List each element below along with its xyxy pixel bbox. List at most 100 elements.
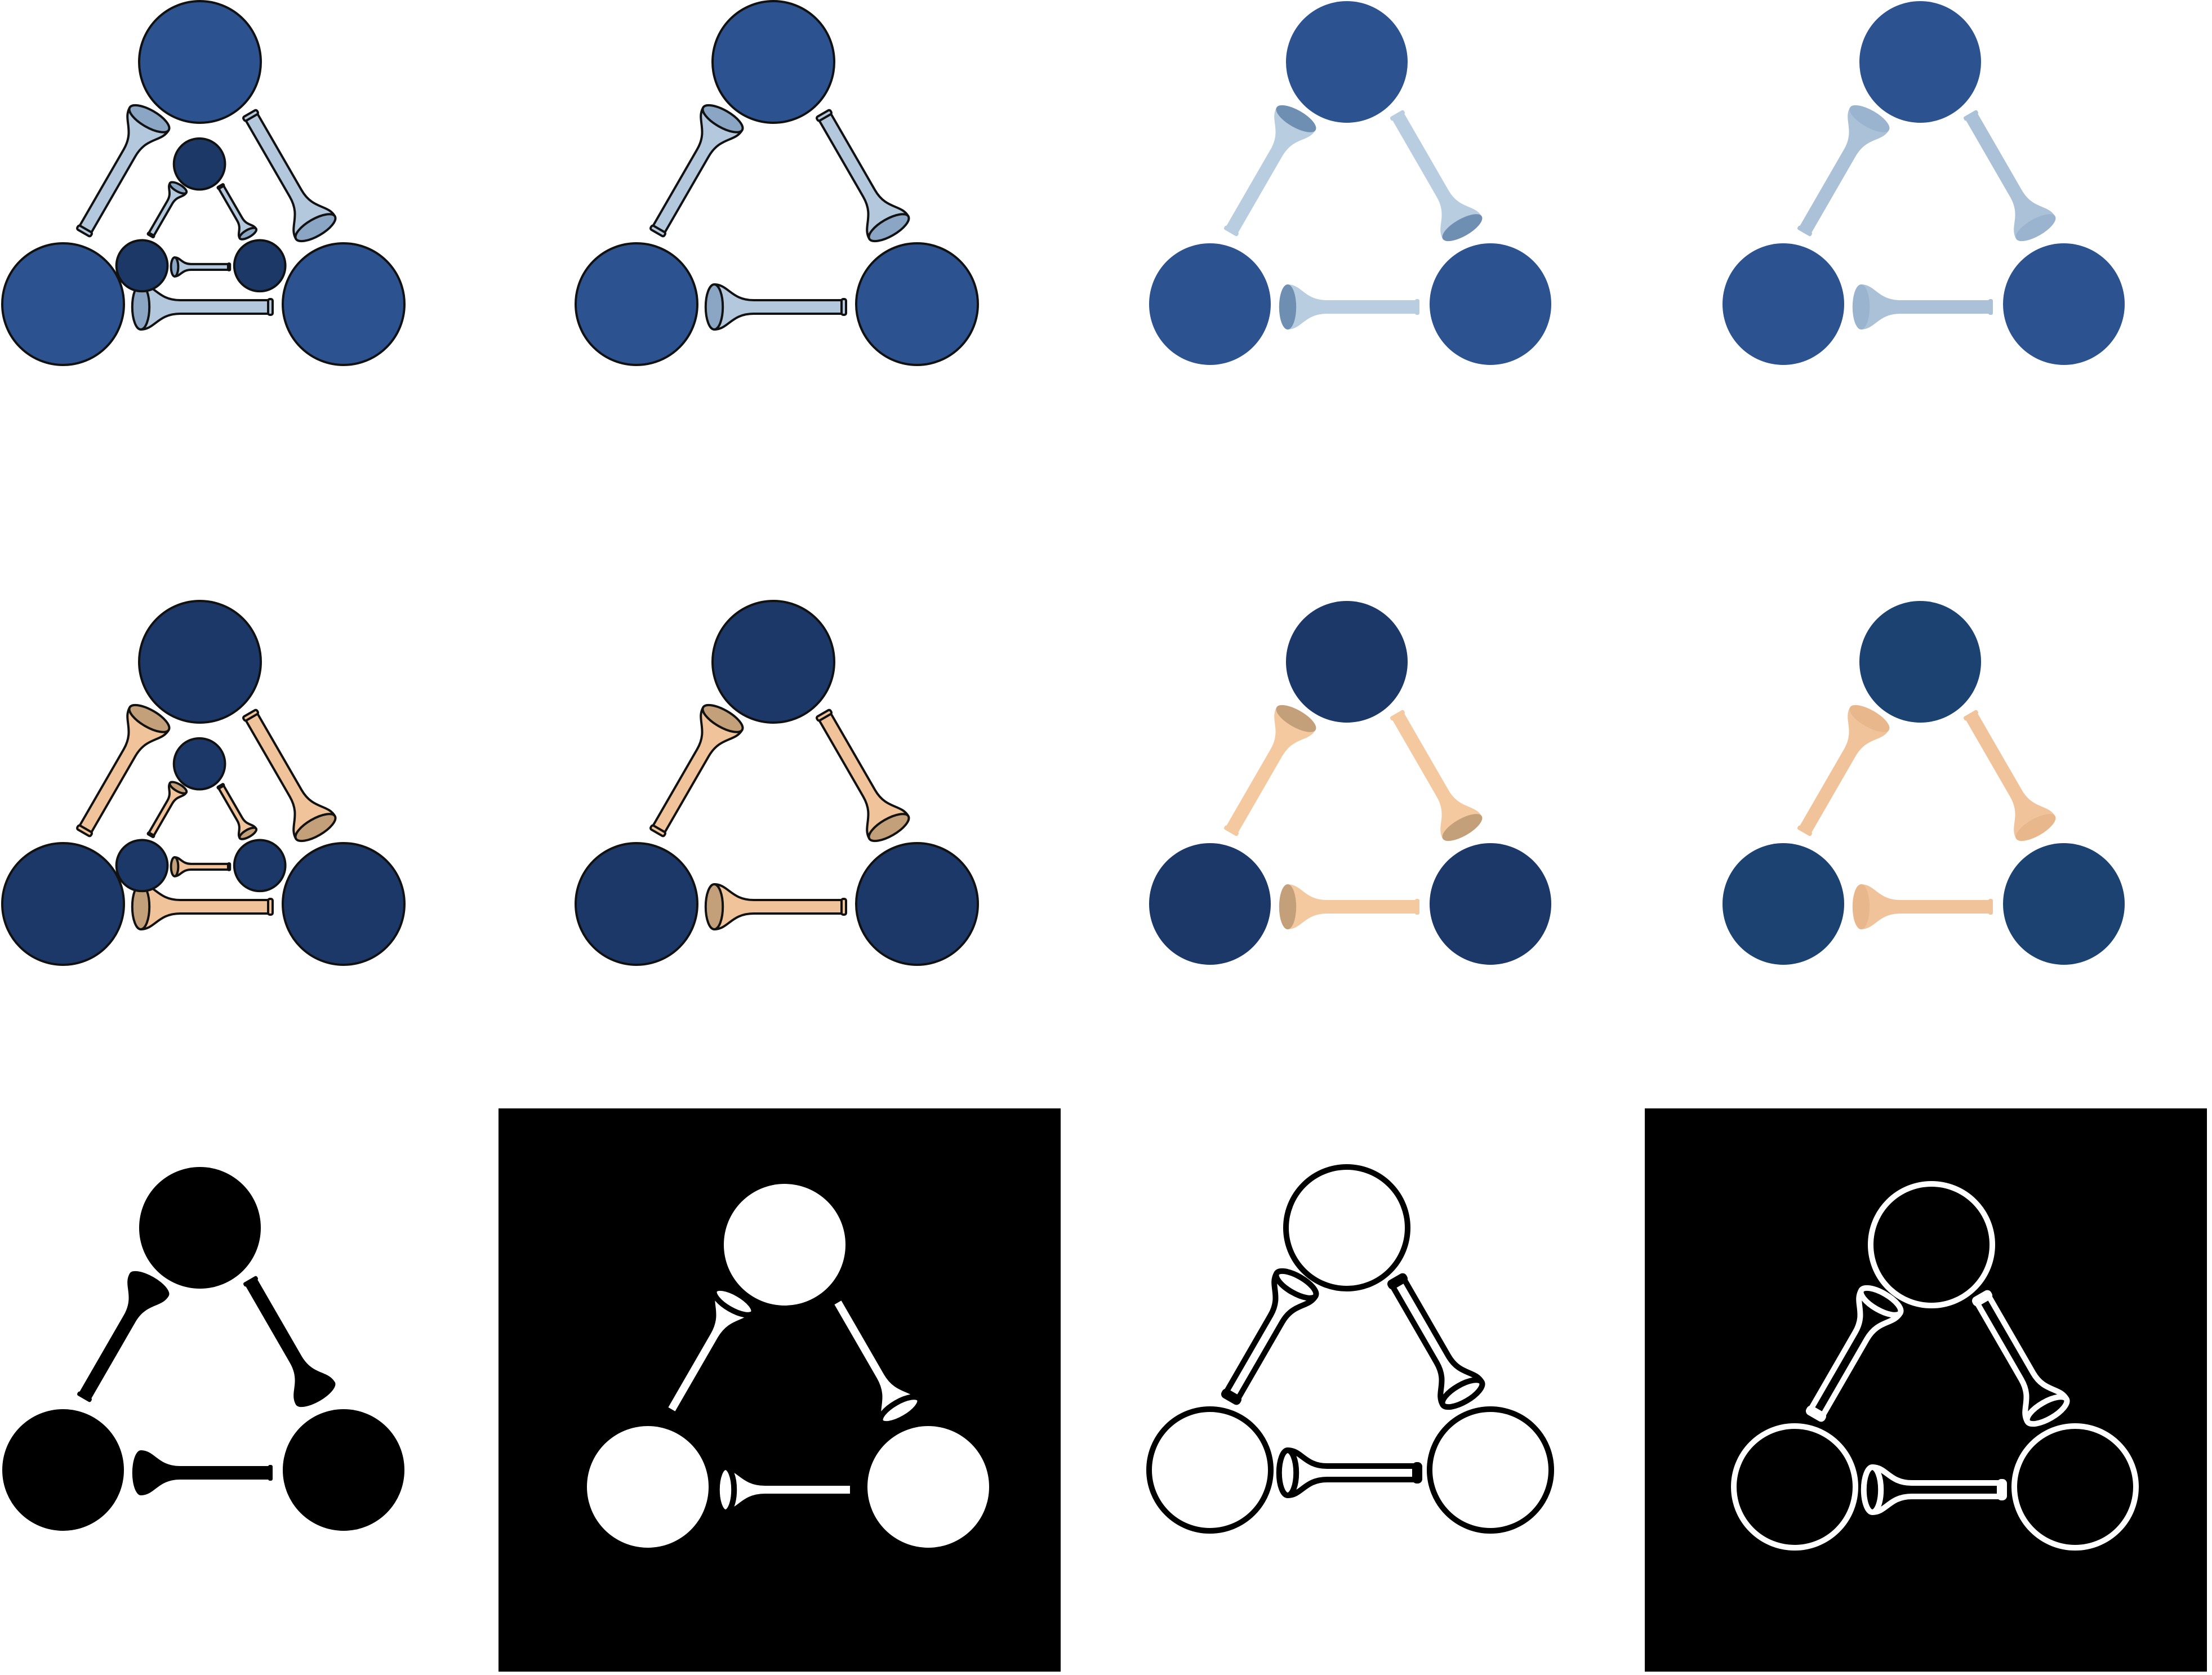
logo-black-solid — [2, 1167, 404, 1531]
logo-gradient-blue-outlined-nested — [1, 0, 406, 366]
right-trumpet — [242, 109, 337, 243]
right-node-circle — [233, 239, 287, 293]
left-node-circle — [1146, 1406, 1274, 1534]
trumpet-bell — [1276, 705, 1316, 732]
left-node-circle — [1149, 243, 1271, 365]
trumpet-bell — [295, 1380, 336, 1407]
trumpet-tube — [1965, 112, 2055, 239]
left-node-circle — [115, 239, 169, 293]
top-node-circle — [1859, 601, 1981, 723]
trumpet-bell — [1276, 105, 1316, 132]
trumpet-mouthpiece — [268, 1465, 273, 1481]
trumpet-tube — [1391, 112, 1482, 239]
trumpet-tube — [1870, 1464, 2005, 1515]
left-trumpet — [1797, 705, 1890, 836]
trumpet-bell — [704, 883, 724, 930]
top-node-circle — [711, 0, 835, 124]
trumpet-mouthpiece — [75, 824, 94, 838]
left-node-circle — [1723, 243, 1844, 365]
right-trumpet — [243, 1276, 336, 1407]
trumpet-mouthpiece — [1223, 225, 1239, 237]
trumpet-bell — [1279, 284, 1297, 329]
left-trumpet — [75, 703, 171, 838]
trumpet-mouthpiece — [1971, 1290, 1993, 1307]
bottom-trumpet — [1279, 284, 1419, 329]
logo-gradient-blue-flat — [1149, 1, 1551, 365]
trumpet-bell — [132, 1450, 150, 1495]
trumpet-bell — [1852, 284, 1870, 329]
bottom-trumpet — [1279, 884, 1419, 929]
right-trumpet — [1963, 110, 2056, 242]
right-trumpet — [815, 109, 910, 243]
trumpet-mouthpiece — [1415, 299, 1419, 315]
trumpet-mouthpiece — [1963, 710, 1979, 721]
right-node-circle — [855, 242, 979, 366]
top-node-circle — [1286, 1, 1408, 123]
top-node-circle — [138, 0, 262, 124]
right-node-circle — [1430, 843, 1551, 965]
bottom-trumpet — [1276, 1447, 1422, 1498]
top-node-circle — [1286, 601, 1408, 723]
trumpet-mouthpiece — [1797, 225, 1813, 237]
left-trumpet — [146, 181, 188, 239]
logo-navy-tan-outlined-nested — [1, 600, 406, 966]
trumpet-mouthpiece — [658, 1405, 680, 1422]
trumpet-bell — [294, 813, 337, 843]
trumpet-tube — [1861, 884, 1991, 929]
left-node-circle — [1149, 843, 1271, 965]
bottom-trumpet — [170, 856, 232, 877]
top-node-circle — [1868, 1181, 1995, 1308]
trumpet-mouthpiece — [1412, 1462, 1422, 1484]
trumpet-tube — [1225, 107, 1316, 234]
trumpet-mouthpiece — [1797, 825, 1813, 836]
trumpet-tube — [1285, 1447, 1420, 1498]
right-node-circle — [282, 842, 406, 966]
trumpet-bell — [2024, 1394, 2070, 1427]
trumpet-bell — [1279, 884, 1297, 929]
left-trumpet — [77, 1271, 170, 1402]
bottom-trumpet — [1852, 284, 1993, 329]
trumpet-mouthpiece — [1387, 1273, 1408, 1290]
right-node-circle — [867, 1426, 989, 1548]
trumpet-bell — [1849, 705, 1890, 732]
left-trumpet — [649, 104, 744, 238]
trumpet-mouthpiece — [1805, 1405, 1827, 1422]
trumpet-bell — [701, 104, 744, 133]
trumpet-tube — [713, 283, 845, 331]
trumpet-mouthpiece — [1390, 110, 1405, 121]
right-node-circle — [2003, 243, 2125, 365]
trumpet-mouthpiece — [1963, 110, 1979, 121]
trumpet-bell — [877, 1394, 923, 1427]
right-trumpet — [1963, 710, 2056, 841]
trumpet-bell — [2015, 214, 2056, 242]
trumpet-bell — [714, 1464, 737, 1515]
trumpet-mouthpiece — [243, 1276, 259, 1287]
top-node-circle — [139, 1167, 261, 1289]
trumpet-bell — [128, 104, 171, 133]
trumpet-bell — [170, 856, 180, 877]
trumpet-bell — [129, 1271, 170, 1298]
logo-white-on-black-solid — [587, 1184, 989, 1548]
bottom-trumpet — [132, 1450, 273, 1495]
trumpet-mouthpiece — [850, 1479, 860, 1500]
trumpet-mouthpiece — [216, 783, 225, 790]
trumpet-tube — [1288, 284, 1417, 329]
trumpet-bell — [238, 226, 258, 240]
left-node-circle — [575, 242, 698, 366]
trumpet-mouthpiece — [1415, 899, 1419, 915]
right-node-circle — [1430, 243, 1551, 365]
trumpet-tube — [1799, 707, 1889, 834]
trumpet-tube — [1288, 884, 1417, 929]
trumpet-mouthpiece — [815, 709, 833, 722]
right-trumpet — [1971, 1290, 2070, 1427]
left-node-circle — [587, 1426, 709, 1548]
left-node-circle — [575, 842, 698, 966]
right-trumpet — [1387, 1273, 1485, 1410]
trumpet-bell — [168, 781, 188, 795]
trumpet-mouthpiece — [226, 862, 232, 871]
right-trumpet — [216, 783, 258, 840]
bottom-trumpet — [704, 883, 847, 930]
right-trumpet — [1390, 110, 1483, 242]
logo-gradient-blue-outlined — [575, 0, 979, 366]
